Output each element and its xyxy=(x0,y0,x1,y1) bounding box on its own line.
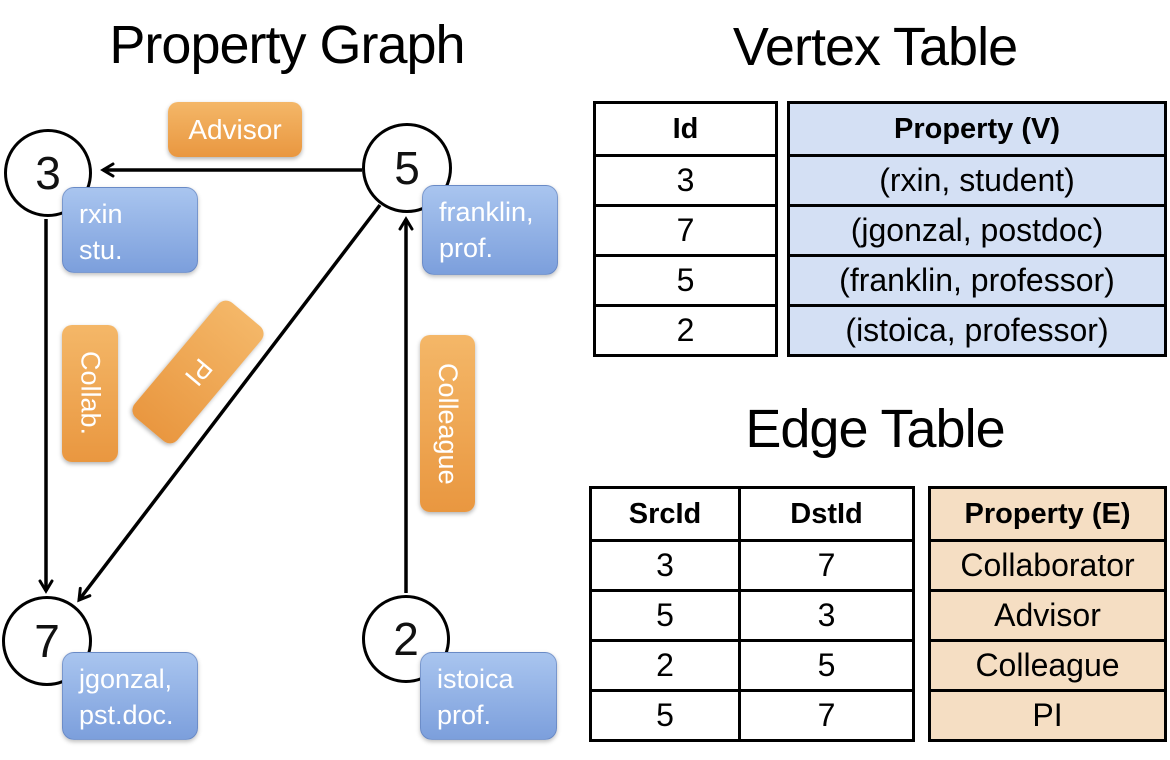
node-prop-istoica: istoica prof. xyxy=(420,652,557,740)
property-graph-title: Property Graph xyxy=(109,15,465,75)
table-cell: (jgonzal, postdoc) xyxy=(790,204,1164,254)
vertex-table-title: Vertex Table xyxy=(732,17,1018,77)
table-cell: Advisor xyxy=(931,589,1164,639)
table-cell: (franklin, professor) xyxy=(790,254,1164,304)
edge-table-src-dst-columns: SrcId DstId 3 7 5 3 2 5 5 7 xyxy=(589,486,915,742)
table-cell: 7 xyxy=(738,542,912,589)
table-cell: 3 xyxy=(596,154,775,204)
node-prop-line: stu. xyxy=(79,235,123,266)
edge-label-text: Collab. xyxy=(75,351,106,436)
edge-label-collab: Collab. xyxy=(62,325,118,462)
edge-label-text: Colleague xyxy=(433,362,463,485)
vertex-table-id-column: Id 3 7 5 2 xyxy=(593,101,778,357)
table-cell: Colleague xyxy=(931,639,1164,689)
table-cell: 5 xyxy=(596,254,775,304)
table-cell: 7 xyxy=(596,204,775,254)
table-cell: 3 xyxy=(738,592,912,639)
edge-table-property-column: Property (E) Collaborator Advisor Collea… xyxy=(928,486,1167,742)
vertex-table-header-property: Property (V) xyxy=(894,112,1060,145)
vertex-table-header-id: Id xyxy=(672,112,699,145)
edge-label-text: Advisor xyxy=(188,113,282,145)
node-prop-line: franklin, xyxy=(439,197,534,227)
node-id: 3 xyxy=(35,147,61,199)
table-cell: PI xyxy=(931,689,1164,739)
node-prop-line: rxin xyxy=(79,199,123,229)
edge-label-pi: PI xyxy=(128,296,268,448)
edge-table-header-dstid: DstId xyxy=(738,489,912,539)
edge-table-header-srcid: SrcId xyxy=(628,497,702,530)
graph-node-5: 5 xyxy=(362,123,452,213)
edge-table-title: Edge Table xyxy=(745,399,1005,459)
node-id: 7 xyxy=(34,615,60,667)
edge-label-text: PI xyxy=(178,352,219,392)
node-id: 5 xyxy=(394,142,420,194)
table-cell: 5 xyxy=(656,597,674,633)
graph-node-3: 3 xyxy=(4,129,92,217)
edge-table-header-property: Property (E) xyxy=(964,497,1131,530)
table-cell: 2 xyxy=(656,647,674,683)
edge-label-advisor: Advisor xyxy=(168,102,302,157)
table-cell: (istoica, professor) xyxy=(790,304,1164,354)
node-id: 2 xyxy=(393,613,419,665)
table-cell: 7 xyxy=(738,692,912,739)
node-prop-rxin: rxin stu. xyxy=(62,187,198,273)
node-prop-line: pst.doc. xyxy=(79,700,174,731)
edge-label-colleague: Colleague xyxy=(420,335,475,512)
table-cell: 2 xyxy=(596,304,775,354)
table-cell: 5 xyxy=(738,642,912,689)
table-cell: 5 xyxy=(656,697,674,733)
node-prop-line: prof. xyxy=(437,700,492,731)
table-cell: (rxin, student) xyxy=(790,154,1164,204)
table-cell: 3 xyxy=(656,547,674,583)
table-cell: Collaborator xyxy=(931,539,1164,589)
node-prop-jgonzal: jgonzal, pst.doc. xyxy=(62,652,198,740)
node-prop-line: prof. xyxy=(439,233,494,264)
node-prop-franklin: franklin, prof. xyxy=(422,185,558,275)
vertex-table-property-column: Property (V) (rxin, student) (jgonzal, p… xyxy=(787,101,1167,357)
node-prop-line: istoica xyxy=(437,664,514,694)
node-prop-line: jgonzal, xyxy=(79,664,173,694)
